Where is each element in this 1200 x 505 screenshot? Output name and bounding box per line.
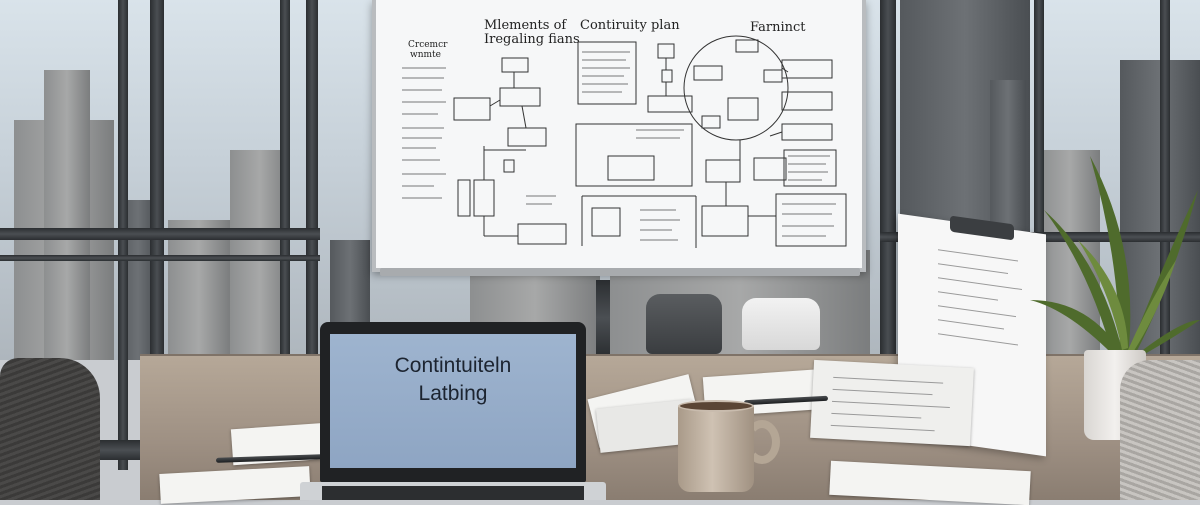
coffee-mug — [678, 404, 754, 492]
dark-car — [646, 294, 722, 354]
whiteboard: Mlements of Iregaling fians Contiruity p… — [372, 0, 866, 272]
whiteboard-heading-center: Contiruity plan — [580, 18, 680, 33]
laptop-screen-text: Contintuiteln Latbing — [330, 352, 576, 408]
whiteboard-side-header-2: wnmte — [410, 50, 441, 60]
whiteboard-side-header-1: Crcemcr — [408, 40, 448, 50]
laptop-screen: Contintuiteln Latbing — [330, 334, 576, 468]
mug-handle — [744, 420, 780, 464]
whiteboard-heading-left-2: Iregaling fians — [484, 32, 580, 47]
whiteboard-diagram — [402, 35, 847, 248]
whiteboard-heading-left-1: Mlements of — [484, 18, 567, 33]
laptop: Contintuiteln Latbing — [320, 322, 586, 482]
office-chair-left — [0, 358, 100, 500]
whiteboard-heading-right: Farninct — [750, 20, 806, 35]
plant-leaves — [1030, 156, 1200, 360]
mug-rim — [678, 400, 754, 412]
paper-stack — [810, 359, 974, 447]
laptop-screen-line-1: Contintuiteln — [394, 354, 512, 377]
whiteboard-marker-tray — [380, 268, 860, 276]
office-chair-right — [1120, 360, 1200, 500]
laptop-screen-line-2: Latbing — [418, 382, 488, 405]
white-car — [742, 298, 820, 350]
laptop-keyboard — [322, 486, 584, 500]
